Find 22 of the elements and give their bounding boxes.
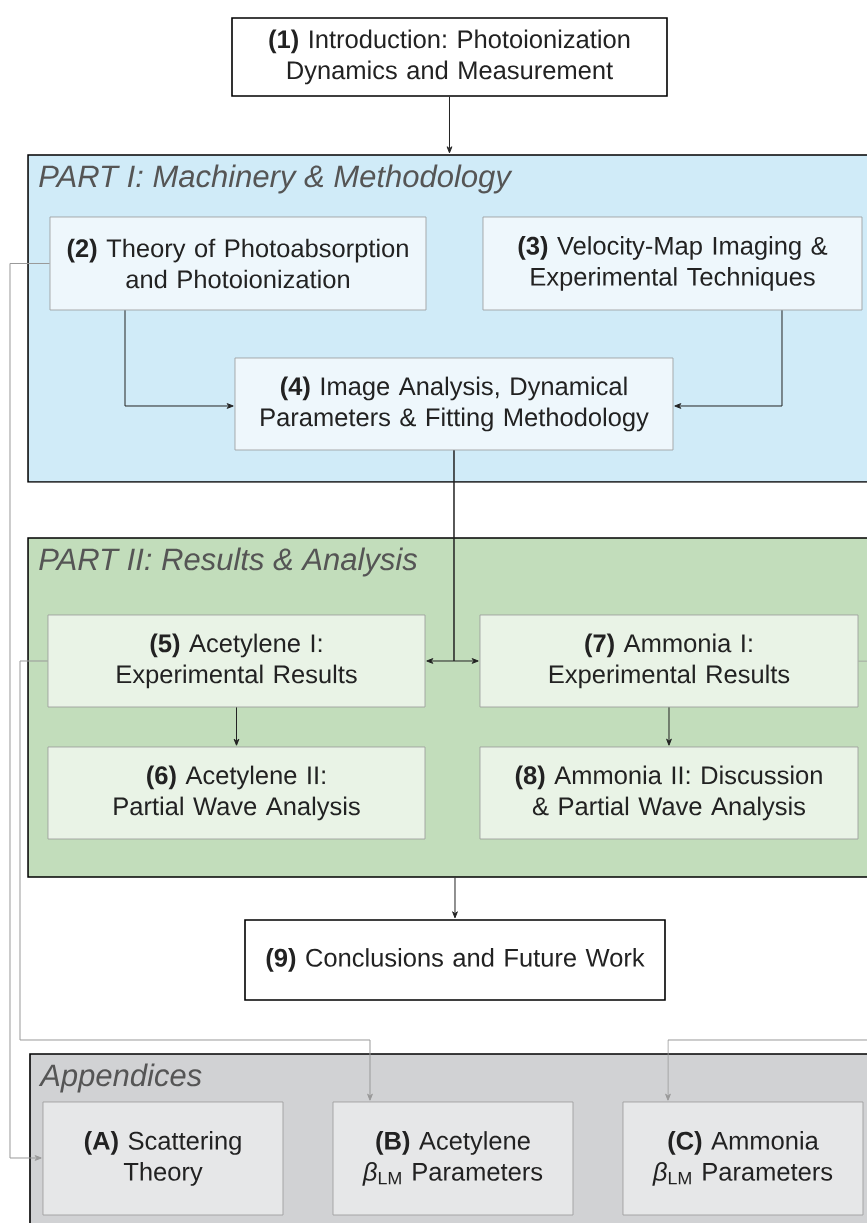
chapter-box: (3) Velocity-Map Imaging & Experimental Techniques	[482, 216, 863, 311]
chapter-box: (A) Scattering Theory	[42, 1101, 284, 1216]
arrow	[452, 877, 458, 919]
chapter-box: (6) Acetylene II: Partial Wave Analysis	[47, 746, 426, 840]
connector-line	[19, 660, 373, 1101]
arrow	[446, 96, 453, 154]
chapter-box: (2) Theory of Photoabsorption and Photoionization	[49, 216, 427, 311]
chapter-box: (7) Ammonia I: Experimental Results	[479, 614, 859, 708]
arrow	[124, 309, 234, 409]
chapter-box: (9) Conclusions and Future Work	[244, 919, 666, 1001]
arrow	[233, 706, 240, 746]
arrow	[674, 309, 783, 409]
chapter-box: (1) Introduction: Photoionization Dynamics and Measurement	[231, 17, 668, 97]
chapter-box: (4) Image Analysis, Dynamical Parameters & Fitting Methodology	[234, 357, 674, 451]
chapter-box: (C) Ammonia β$_{LM}$ Parameters	[622, 1101, 864, 1216]
chapter-box: (B) Acetylene β$_{LM}$ Parameters	[332, 1101, 574, 1216]
chapter-box: (8) Ammonia II: Discussion & Partial Wave Analysis	[479, 746, 859, 840]
connector-line	[9, 263, 51, 1161]
connector-line	[665, 660, 867, 1101]
arrow	[666, 706, 672, 746]
arrow	[453, 449, 479, 664]
chapter-box: (5) Acetylene I: Experimental Results	[47, 614, 426, 708]
